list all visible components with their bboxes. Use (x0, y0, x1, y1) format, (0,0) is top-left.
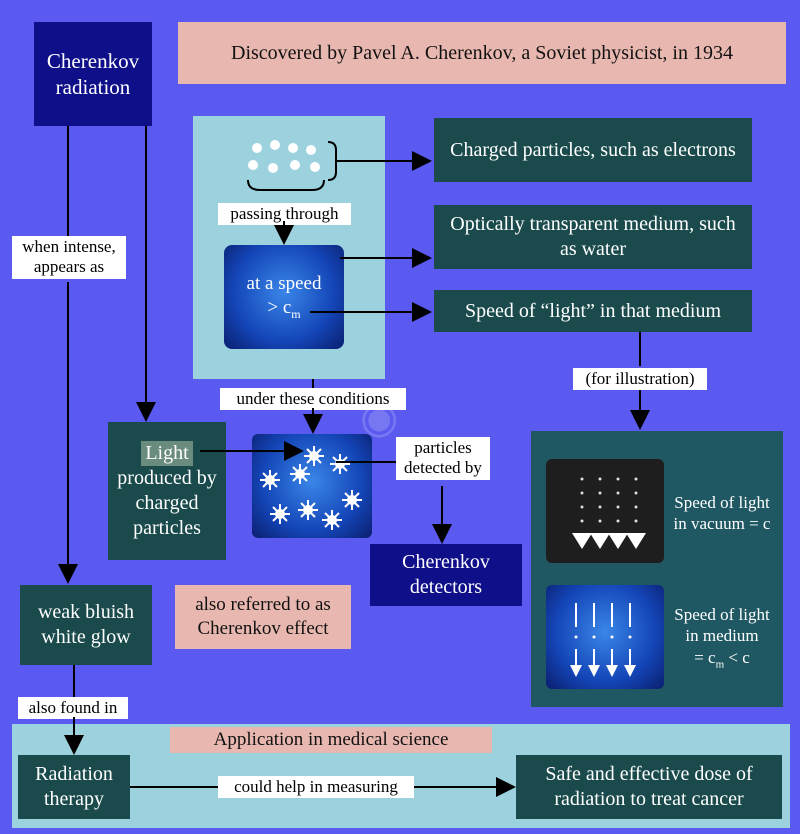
speed-prefix: at a speed (246, 273, 322, 295)
charged-particles-box: Charged particles, such as electrons (434, 118, 752, 182)
also-found-label: also found in (18, 697, 128, 720)
weak-glow-box: weak bluish white glow (20, 585, 152, 665)
speed-light-medium-box: Speed of “light” in that medium (434, 290, 752, 332)
charged-particles-text: Charged particles, such as electrons (450, 138, 736, 161)
speed-medium-eq-line: = cm < c (694, 647, 750, 672)
radiation-therapy-text: Radiation therapy (35, 763, 113, 810)
light-produced-text: produced by charged particles (117, 467, 217, 539)
cherenkov-detectors-box: Cherenkov detectors (370, 544, 522, 606)
speed-medium-tail: < c (724, 647, 750, 667)
radiation-therapy-box: Radiation therapy (18, 755, 130, 819)
speed-medium-text: Speed of light in medium = cm < c (670, 590, 774, 686)
sparkle-icon (260, 446, 362, 530)
safe-dose-box: Safe and effective dose of radiation to … (516, 755, 782, 819)
under-conditions-label: under these conditions (220, 388, 406, 411)
vacuum-arrows-icon (572, 477, 646, 549)
could-help-label: could help in measuring (218, 776, 414, 799)
passing-through-label: passing through (218, 203, 351, 226)
vacuum-image (546, 459, 664, 563)
for-illustration-label: (for illustration) (573, 368, 707, 391)
weak-glow-text: weak bluish white glow (37, 601, 135, 648)
discovery-note: Discovered by Pavel A. Cherenkov, a Sovi… (178, 22, 786, 84)
medium-text: Optically transparent medium, such as wa… (450, 213, 736, 260)
medium-arrows-icon (570, 603, 636, 677)
speed-value: > c (267, 296, 292, 318)
speed-subscript: m (291, 306, 301, 321)
speed-light-medium-text: Speed of “light” in that medium (464, 299, 722, 322)
medium-image (546, 585, 664, 689)
light-produced-box: Light produced by charged particles (108, 422, 226, 560)
referred-as-text: also referred to as Cherenkov effect (195, 594, 331, 639)
speed-value-line: > cm (267, 296, 300, 322)
speed-medium-eq: = c (694, 647, 716, 667)
particle-burst-image (252, 434, 372, 538)
application-text: Application in medical science (213, 729, 449, 751)
speed-box: at a speed > cm (224, 245, 344, 349)
when-intense-label: when intense, appears as (12, 236, 126, 279)
speed-medium-sub: m (715, 658, 725, 671)
light-word: Light (141, 441, 193, 466)
safe-dose-text: Safe and effective dose of radiation to … (545, 763, 753, 810)
application-header: Application in medical science (170, 727, 492, 753)
medium-box: Optically transparent medium, such as wa… (434, 205, 752, 269)
referred-as-note: also referred to as Cherenkov effect (175, 585, 351, 649)
cherenkov-radiation-label: Cherenkov radiation (46, 48, 140, 99)
speed-vacuum-text: Speed of light in vacuum = c (673, 492, 771, 533)
particles-detected-label: particles detected by (396, 437, 490, 480)
cherenkov-detectors-text: Cherenkov detectors (402, 551, 490, 598)
discovery-text: Discovered by Pavel A. Cherenkov, a Sovi… (231, 41, 733, 64)
speed-medium-line: Speed of light in medium (674, 605, 770, 646)
cherenkov-radiation-box: Cherenkov radiation (34, 22, 152, 126)
